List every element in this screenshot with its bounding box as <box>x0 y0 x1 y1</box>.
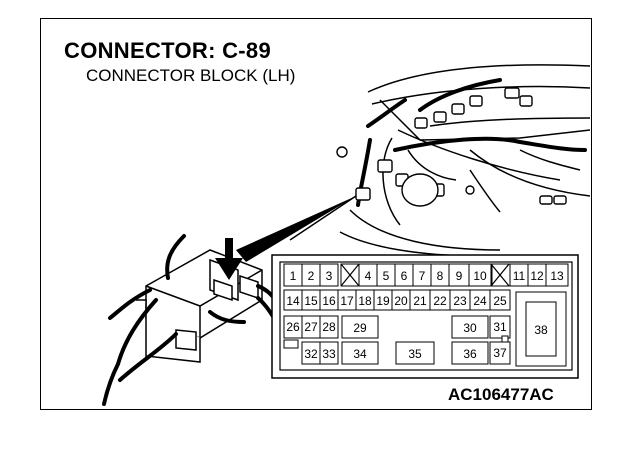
pin-labels: 1 2 3 4 5 6 7 8 9 10 11 12 13 14 15 16 1… <box>286 269 564 361</box>
pin-23: 23 <box>453 294 467 308</box>
pin-24: 24 <box>473 294 487 308</box>
pin-13: 13 <box>550 269 564 283</box>
pin-22: 22 <box>433 294 447 308</box>
pointer-cone <box>236 195 357 262</box>
pin-29: 29 <box>353 321 367 335</box>
pin-28: 28 <box>322 320 336 334</box>
pin-2: 2 <box>308 269 315 283</box>
pin-8: 8 <box>437 269 444 283</box>
pin-36: 36 <box>463 347 477 361</box>
panel-connectors <box>336 87 567 207</box>
wire-harness-main <box>356 78 587 207</box>
pin-33: 33 <box>322 347 336 361</box>
pin-30: 30 <box>463 321 477 335</box>
pin-32: 32 <box>304 347 318 361</box>
pin-18: 18 <box>358 294 372 308</box>
connector-face <box>271 254 579 379</box>
empty-cavity-marks <box>340 263 510 287</box>
pin-6: 6 <box>401 269 408 283</box>
pin-27: 27 <box>304 320 318 334</box>
pin-17: 17 <box>340 294 354 308</box>
connector-title: CONNECTOR: C-89 <box>64 38 272 63</box>
pin-37: 37 <box>493 346 507 360</box>
pin-10: 10 <box>473 269 487 283</box>
pin-9: 9 <box>456 269 463 283</box>
pin-35: 35 <box>408 347 422 361</box>
connector-subtitle: CONNECTOR BLOCK (LH) <box>86 66 296 85</box>
figure-code: AC106477AC <box>448 385 554 404</box>
pin-11: 11 <box>513 269 526 283</box>
pin-12: 12 <box>530 269 544 283</box>
pin-25: 25 <box>493 294 507 308</box>
pin-26: 26 <box>286 320 300 334</box>
instrument-panel-drawing <box>339 64 591 257</box>
pin-14: 14 <box>286 294 300 308</box>
connector-block-drawing <box>136 249 263 363</box>
pin-5: 5 <box>383 269 390 283</box>
pin-3: 3 <box>326 269 333 283</box>
pin-38: 38 <box>534 323 548 337</box>
down-arrow-icon <box>215 238 243 280</box>
pin-15: 15 <box>304 294 318 308</box>
pin-4: 4 <box>365 269 372 283</box>
pin-7: 7 <box>419 269 426 283</box>
pin-20: 20 <box>394 294 408 308</box>
connector-block-wires <box>102 234 278 406</box>
pin-21: 21 <box>413 294 427 308</box>
pin-34: 34 <box>353 347 367 361</box>
pin-31: 31 <box>493 320 507 334</box>
pin-19: 19 <box>376 294 390 308</box>
pin-16: 16 <box>322 294 336 308</box>
pin-1: 1 <box>290 269 297 283</box>
